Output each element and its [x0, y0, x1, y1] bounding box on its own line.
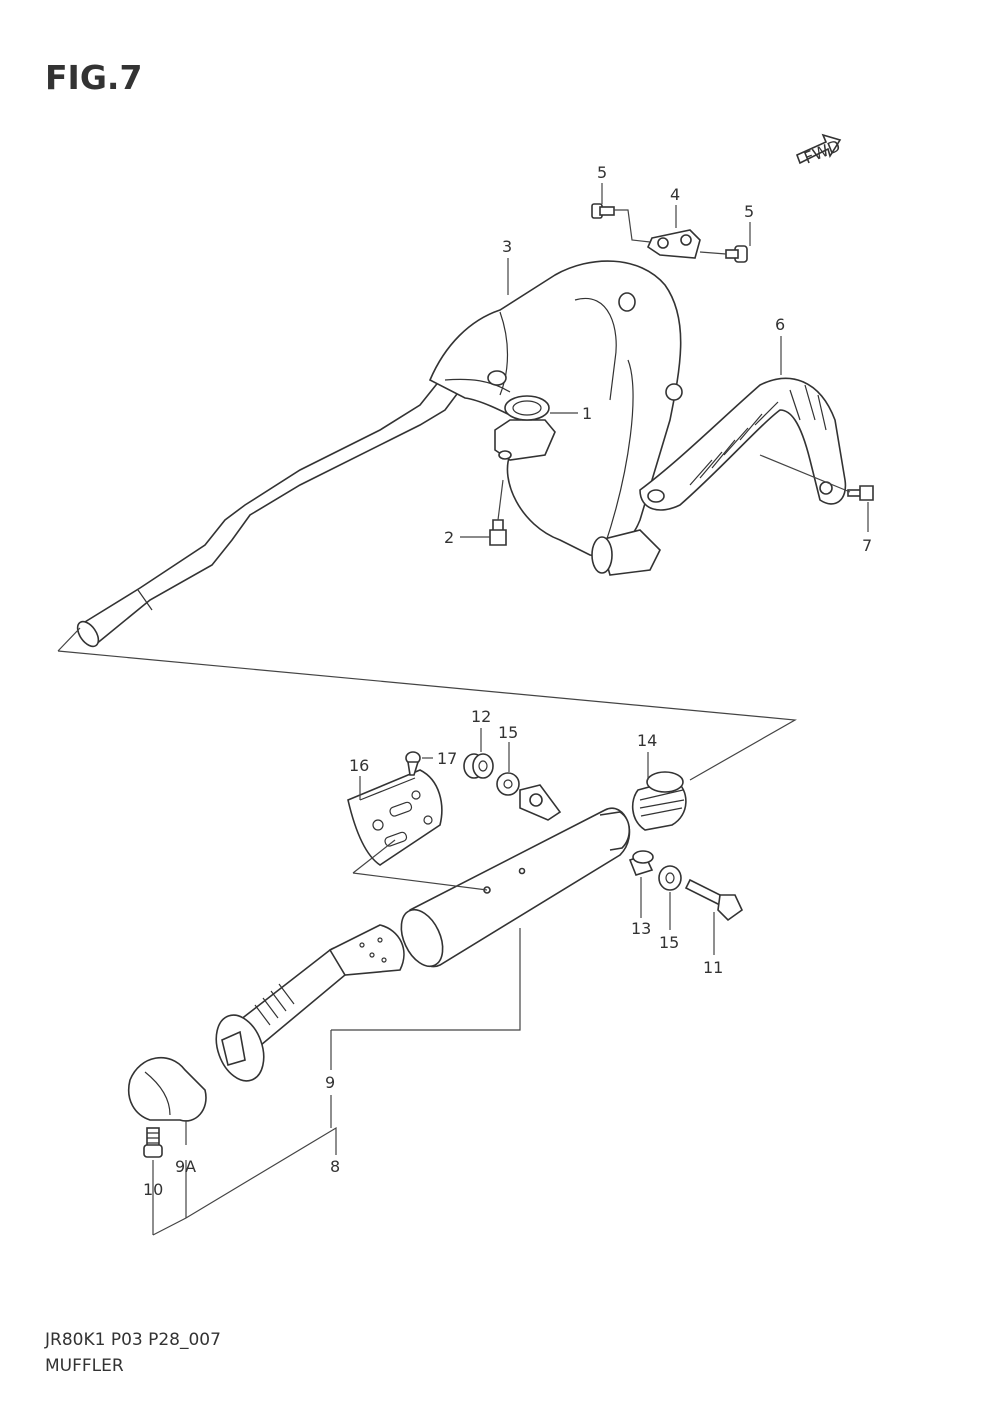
exhaust-pipe-part-3 [76, 260, 683, 648]
callout-6: 6 [775, 315, 785, 334]
callout-9a: 9A [175, 1157, 196, 1176]
callout-1: 1 [582, 404, 592, 423]
muffler-body-part-8 [400, 784, 631, 968]
fwd-arrow-icon: FWD [795, 133, 843, 168]
fwd-label: FWD [801, 136, 843, 168]
bolt-part-5-left [591, 203, 615, 219]
section-name: MUFFLER [45, 1356, 124, 1376]
washer-part-15-lower [658, 865, 682, 891]
bolt-part-2 [489, 519, 507, 546]
plate-leader-b [352, 872, 488, 891]
collar-part-13 [628, 850, 654, 876]
callout-15-lower: 15 [659, 933, 679, 952]
callout-17: 17 [437, 749, 457, 768]
screw-part-7 [847, 485, 874, 501]
cushion-part-12 [463, 753, 494, 779]
callout-15-upper: 15 [498, 723, 518, 742]
separator-line [57, 650, 797, 781]
callout-2: 2 [444, 528, 454, 547]
washer-part-15-upper [496, 772, 520, 796]
protector-plate-part-16 [347, 769, 443, 866]
callout-16: 16 [349, 756, 369, 775]
separator-line-left [57, 627, 81, 652]
leader-9 [330, 928, 521, 1128]
bracket-part-4 [646, 229, 701, 259]
callout-12: 12 [471, 707, 491, 726]
leader-7 [759, 454, 869, 532]
callout-10: 10 [143, 1180, 163, 1199]
callout-4: 4 [670, 185, 680, 204]
bolt-part-11 [684, 878, 744, 922]
callout-9: 9 [325, 1073, 335, 1092]
leader-8 [152, 1126, 337, 1236]
callout-3: 3 [502, 237, 512, 256]
callout-8: 8 [330, 1157, 340, 1176]
model-code: JR80K1 P03 P28_007 [45, 1330, 221, 1350]
figure-title: FIG.7 [45, 58, 143, 97]
callout-5-right: 5 [744, 202, 754, 221]
heat-protector-part-6 [639, 377, 847, 511]
exhaust-gasket-part-1 [494, 395, 556, 461]
callout-7: 7 [862, 536, 872, 555]
grommet-part-14 [631, 771, 687, 831]
callout-11: 11 [703, 958, 723, 977]
bolt-part-5-right [725, 245, 748, 263]
callout-13: 13 [631, 919, 651, 938]
callout-14: 14 [637, 731, 657, 750]
plate-leader-a [352, 839, 396, 874]
leader-4 [614, 205, 727, 255]
end-cap-part-9a [128, 1056, 207, 1122]
screw-part-17 [405, 751, 421, 776]
leader-2 [460, 479, 504, 538]
callout-5-left: 5 [597, 163, 607, 182]
bolt-part-10 [143, 1127, 163, 1158]
inner-pipe-part-9 [215, 924, 405, 1082]
